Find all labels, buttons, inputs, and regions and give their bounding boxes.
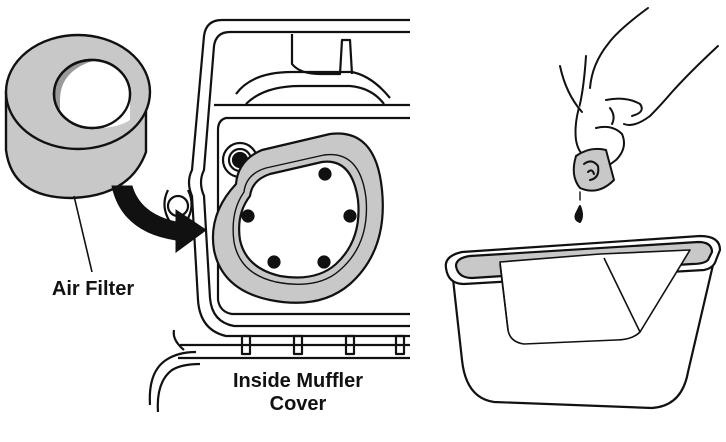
muffler-cover-label-line2: Cover xyxy=(269,393,327,415)
filter-gasket xyxy=(211,132,384,304)
air-filter-icon xyxy=(4,33,152,200)
air-filter-label: Air Filter xyxy=(51,278,135,300)
muffler-cover-icon xyxy=(148,18,410,413)
air-filter-leader xyxy=(73,195,93,273)
muffler-cover-label-line1: Inside Muffler xyxy=(232,370,363,392)
hand-icon xyxy=(559,7,719,223)
oil-pan-icon xyxy=(444,234,722,410)
muffler-cover-label: Inside Muffler Cover xyxy=(206,370,390,416)
arrow-icon xyxy=(111,185,207,253)
